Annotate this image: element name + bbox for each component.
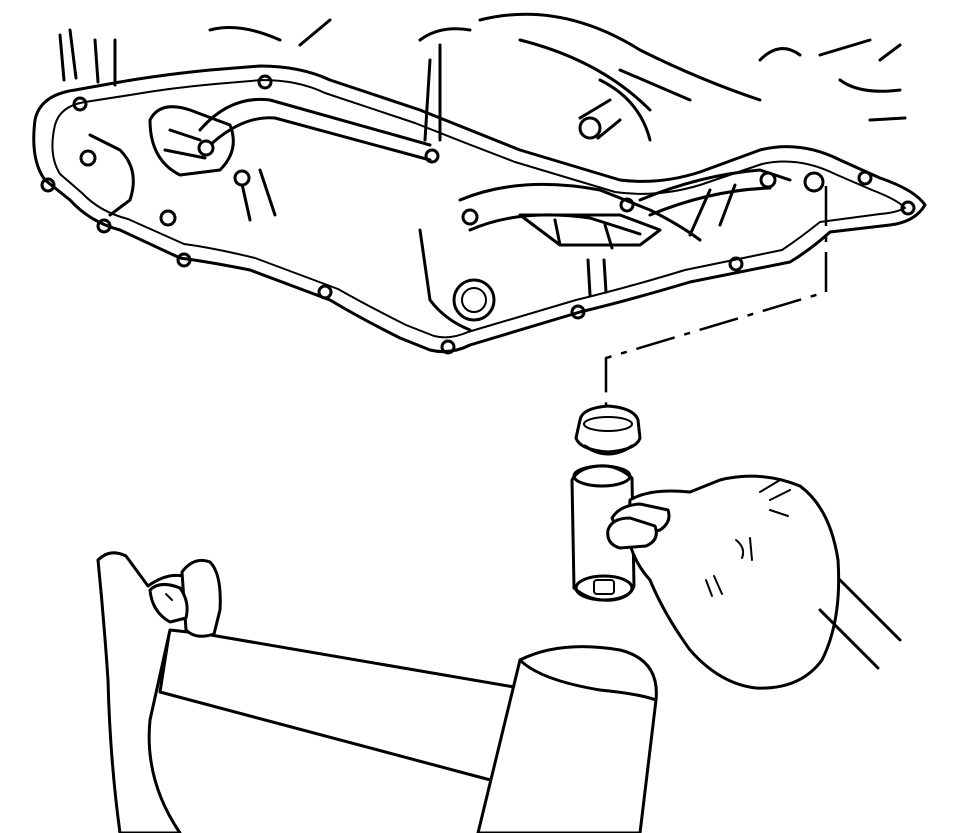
left-hand bbox=[96, 551, 222, 833]
drain-plug bbox=[574, 404, 642, 456]
transmission-case bbox=[58, 12, 907, 142]
ratchet-handle bbox=[158, 626, 658, 833]
socket bbox=[570, 464, 636, 602]
right-hand bbox=[606, 474, 902, 690]
valve-body bbox=[79, 97, 825, 332]
bolt-holes bbox=[40, 74, 916, 355]
leader-line bbox=[604, 186, 828, 412]
oil-pan-gasket-flange bbox=[32, 64, 927, 355]
